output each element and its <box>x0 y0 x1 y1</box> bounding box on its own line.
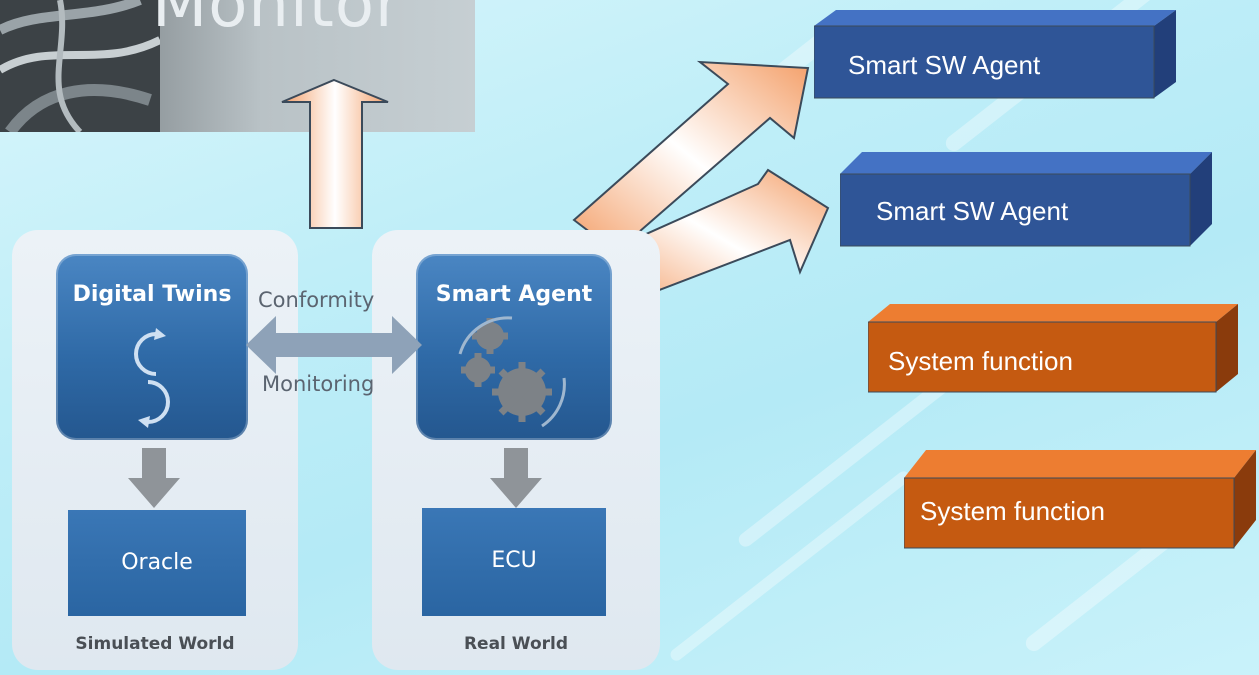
smart-sw-agent-label: Smart SW Agent <box>848 50 1041 80</box>
digital-twins-title: Digital Twins <box>72 282 232 307</box>
smart-sw-agent-box: Smart SW Agent <box>813 10 1184 105</box>
smart-sw-agent-label: Smart SW Agent <box>876 196 1069 226</box>
gears-icon <box>458 316 566 428</box>
digital-twins-box: Digital Twins <box>56 254 248 440</box>
upper-diagonal-arrow <box>572 60 810 254</box>
agent-to-ecu-arrow <box>490 448 542 508</box>
simulated-world-label: Simulated World <box>75 634 235 654</box>
monitor-title: Monitor <box>152 0 403 42</box>
ecu-box: ECU <box>422 508 606 616</box>
system-function-box: System function <box>867 304 1248 401</box>
smart-agent-title: Smart Agent <box>435 282 593 307</box>
smart-sw-agent-box: Smart SW Agent <box>839 152 1220 253</box>
conformity-label: Conformity <box>258 288 375 312</box>
twins-to-oracle-arrow <box>128 448 180 508</box>
simulated-world-panel: Digital Twins Oracle Simulated World <box>12 230 298 670</box>
monitor-panel: Monitor <box>0 0 475 132</box>
agent-arrows <box>572 60 830 304</box>
conformity-double-arrow <box>246 316 422 374</box>
oracle-box: Oracle <box>68 510 246 616</box>
real-world-panel: Smart Agent ECU Real World <box>372 230 660 670</box>
monitor-swirl-image <box>0 0 160 132</box>
smart-agent-box: Smart Agent <box>416 254 612 440</box>
monitor-up-arrow <box>281 78 389 229</box>
system-function-box: System function <box>903 450 1259 555</box>
real-world-label: Real World <box>463 634 569 654</box>
system-function-label: System function <box>920 496 1105 526</box>
ecu-label: ECU <box>491 548 537 573</box>
oracle-label: Oracle <box>121 550 193 575</box>
cycle-icon <box>134 328 170 428</box>
system-function-label: System function <box>888 346 1073 376</box>
monitoring-label: Monitoring <box>262 372 375 396</box>
